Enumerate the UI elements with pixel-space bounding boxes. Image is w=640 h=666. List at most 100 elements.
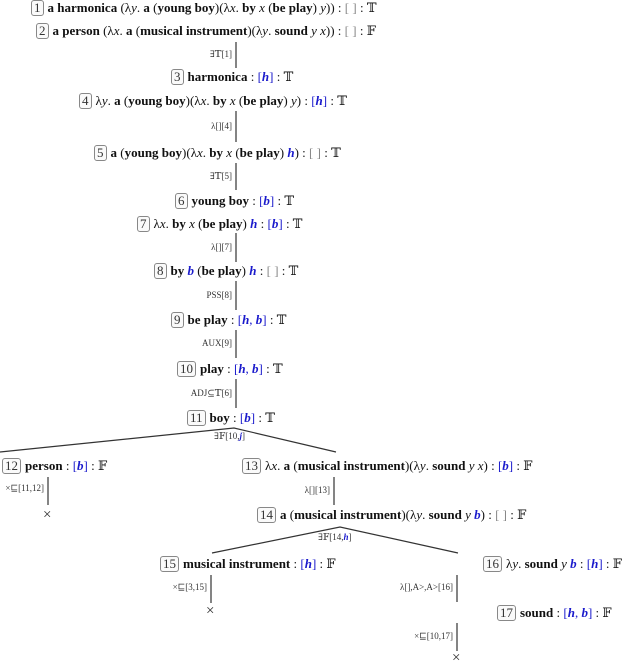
formula-part: play	[200, 361, 224, 376]
node-number-box: 4	[79, 93, 92, 109]
formula-part: be play	[187, 312, 228, 327]
formula-part: (	[235, 145, 240, 160]
formula-part: (	[153, 0, 158, 15]
formula-part: : 𝕋	[266, 312, 287, 327]
formula-part: x	[113, 23, 120, 38]
rule-name: ∃𝔽[10,	[214, 431, 240, 441]
formula-part: λ	[153, 216, 160, 231]
formula-part: h	[287, 145, 295, 160]
rule-name: ∃𝔽[14,	[318, 532, 344, 542]
formula-part: be play	[243, 93, 284, 108]
node-number-box: 9	[171, 312, 184, 328]
formula-part: (	[293, 458, 298, 473]
formula-part: musical instrument	[297, 458, 405, 473]
formula-part: :	[229, 410, 240, 425]
branch-edge	[211, 526, 459, 554]
formula-part: musical instrument	[183, 556, 291, 571]
formula-part: [	[257, 69, 262, 84]
formula-part: (	[120, 145, 125, 160]
node-number-box: 6	[175, 193, 188, 209]
formula-part: .	[425, 458, 433, 473]
formula-part: :	[553, 605, 564, 620]
formula-part: :	[334, 0, 345, 15]
formula-part: a	[280, 507, 290, 522]
formula-part: ]	[322, 93, 328, 108]
formula-part: :	[257, 216, 268, 231]
formula-part: : 𝕋	[255, 410, 275, 425]
node-number-box: 14	[257, 507, 276, 523]
formula-part: :	[334, 23, 345, 38]
formula-part: ]	[278, 216, 283, 231]
formula-part: (	[268, 0, 273, 15]
formula-part: : 𝕋	[262, 361, 283, 376]
formula-part: :	[62, 458, 73, 473]
formula-part: .	[136, 0, 144, 15]
formula-part: .	[235, 0, 243, 15]
formula-part: be play	[202, 216, 243, 231]
node-number-box: 13	[242, 458, 261, 474]
formula-part: by	[209, 145, 227, 160]
formula-part: young boy	[157, 0, 215, 15]
formula-part: y	[262, 23, 269, 38]
formula-part: :	[223, 361, 234, 376]
formula-part: by	[172, 216, 190, 231]
formula-part: a	[110, 145, 121, 160]
formula-part: )(λ	[214, 0, 230, 15]
rule-label: ×⊑[11,12]	[5, 483, 44, 494]
node-number-box: 3	[171, 69, 184, 85]
formula-part: )	[241, 263, 250, 278]
formula-part: h	[591, 556, 599, 571]
formula-part: b	[502, 458, 509, 473]
formula-part: be play	[201, 263, 242, 278]
formula-part: b	[187, 263, 198, 278]
formula-part: (	[238, 93, 244, 108]
rule-label: PSS[8]	[206, 290, 232, 301]
formula-part: )(λ	[247, 23, 263, 38]
formula-part: h	[249, 263, 257, 278]
formula-part: x	[159, 216, 166, 231]
formula-part: b	[252, 361, 259, 376]
formula-part: ]	[258, 361, 263, 376]
formula-part: (	[198, 216, 203, 231]
formula-part: [	[259, 193, 264, 208]
rule-bracket: ]	[242, 431, 246, 441]
formula-part: λ	[95, 93, 102, 108]
formula-part: .	[119, 23, 126, 38]
formula-part: y	[320, 0, 326, 15]
formula-part: :	[227, 312, 238, 327]
formula-part: :	[576, 556, 587, 571]
node-number-box: 16	[483, 556, 502, 572]
formula-part: .	[107, 93, 115, 108]
formula-part: ]	[262, 312, 267, 327]
formula-part: : 𝔽	[87, 458, 108, 473]
formula-part: a	[125, 23, 136, 38]
formula-part: )	[312, 0, 321, 15]
rule-label: ADJ⊆𝕋[6]	[191, 388, 232, 399]
formula-part: be play	[272, 0, 313, 15]
formula-part: : 𝔽	[513, 458, 533, 473]
formula-part: : 𝕋	[273, 69, 294, 84]
formula-part: [	[237, 312, 243, 327]
node-number-box: 17	[497, 605, 516, 621]
formula-part: )(λ	[185, 93, 201, 108]
formula-part: b	[474, 507, 481, 522]
formula-part: .	[206, 93, 213, 108]
formula-part: λ	[265, 458, 272, 473]
formula-part: ]	[83, 458, 88, 473]
formula-part: by	[170, 263, 188, 278]
rule-name: ADJ⊆𝕋[6]	[190, 388, 232, 398]
formula-part: y	[131, 0, 137, 15]
formula-part: : 𝔽	[592, 605, 612, 620]
formula-part: [	[239, 410, 245, 425]
formula-part: )	[283, 93, 291, 108]
formula-part: .	[518, 556, 525, 571]
formula-part: (	[123, 93, 129, 108]
